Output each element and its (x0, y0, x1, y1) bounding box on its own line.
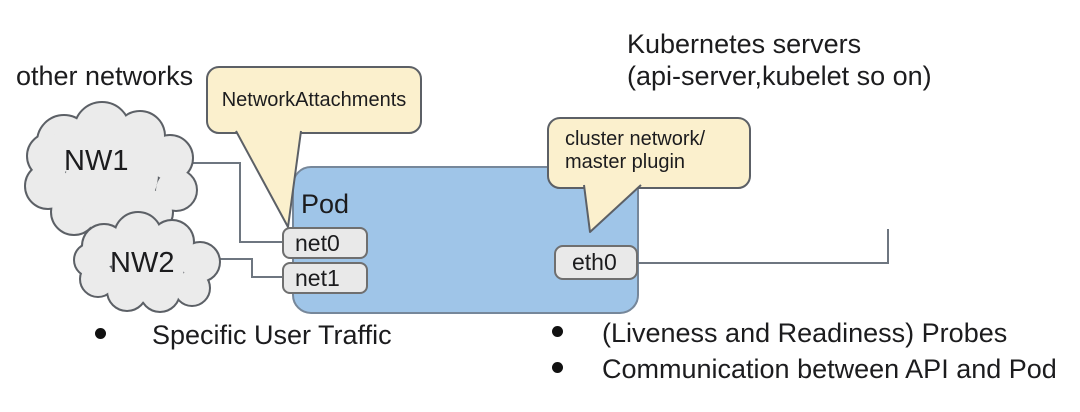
iface-eth0-box (554, 245, 638, 280)
cloud-nw1-label: NW1 (64, 145, 129, 177)
callout-cluster-network-tail (583, 184, 642, 233)
other-networks-label: other networks (16, 61, 194, 91)
bullet-communication: Communication between API and Pod (602, 354, 1057, 384)
kubernetes-servers-line1: Kubernetes servers (627, 29, 862, 59)
iface-net1-box (282, 262, 368, 294)
iface-net0-box (282, 227, 368, 259)
iface-net1-label: net1 (295, 265, 340, 291)
pod-label: Pod (301, 189, 350, 219)
iface-net0-label: net0 (295, 230, 340, 256)
kubernetes-servers-line2: (api-server,kubelet so on) (627, 61, 932, 91)
callout-cluster-network-line2: master plugin (565, 151, 686, 173)
bullet-probes: (Liveness and Readiness) Probes (602, 318, 1008, 348)
bullet-dot (95, 328, 106, 339)
bullet-specific-user-traffic: Specific User Traffic (152, 320, 392, 350)
callout-network-attachments-box (206, 66, 422, 134)
iface-eth0-label: eth0 (572, 249, 617, 275)
bullet-dot (552, 326, 563, 337)
connector-nw2-net1 (205, 258, 284, 278)
callout-network-attachments-tail (235, 130, 302, 228)
callout-cluster-network-box (547, 117, 751, 189)
bullet-dot (552, 362, 563, 373)
callout-cluster-network-label: cluster network/ master plugin (565, 128, 705, 174)
connector-nw1-net0 (182, 162, 284, 243)
cloud-nw2-label: NW2 (110, 247, 175, 279)
connector-eth0-servers (637, 229, 889, 264)
callout-cluster-network-line1: cluster network/ (565, 128, 706, 150)
callout-network-attachments-label: NetworkAttachments (221, 88, 407, 111)
